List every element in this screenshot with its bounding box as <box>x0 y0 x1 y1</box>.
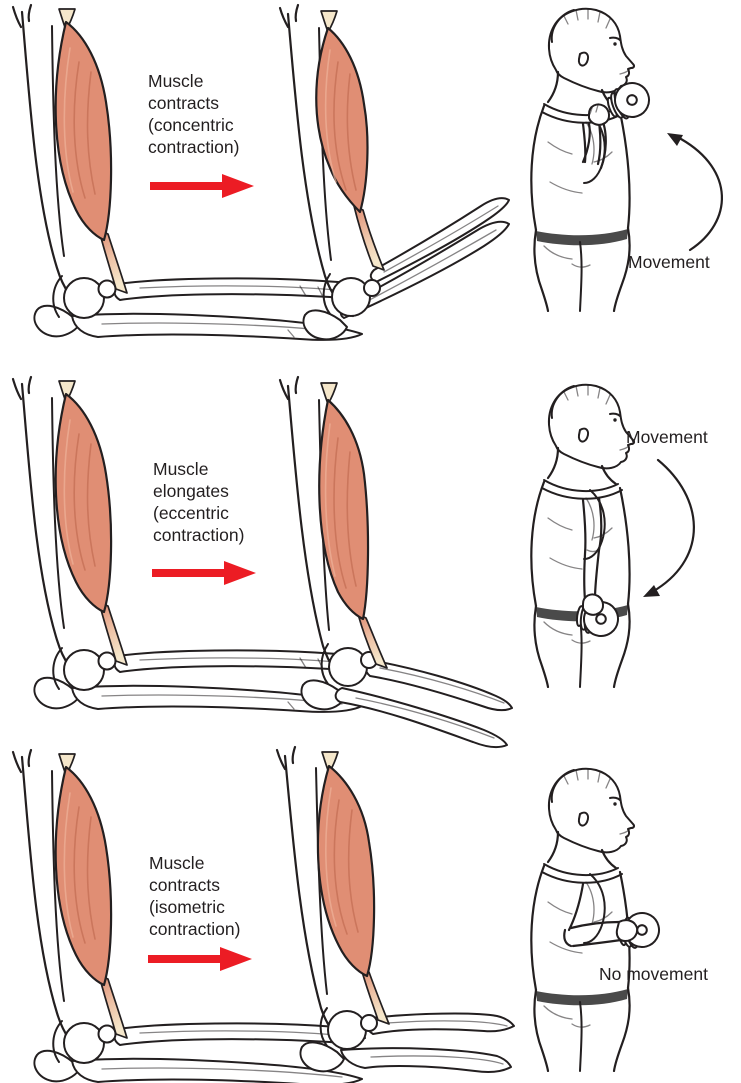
person-lowering-illustration <box>530 383 695 688</box>
person-curl-up-illustration <box>530 7 723 312</box>
red-arrow-icon <box>150 174 254 198</box>
caption-eccentric: Muscle elongates (eccentric contraction) <box>153 459 245 545</box>
arm-isometric-illustration <box>275 745 515 1073</box>
arm-extended-illustration <box>11 3 366 341</box>
person-holding-illustration <box>530 767 664 1072</box>
movement-label-isometric: No movement <box>599 964 708 984</box>
movement-label-concentric: Movement <box>628 252 710 272</box>
red-arrow-icon <box>152 561 256 585</box>
arm-lowered-illustration <box>278 375 513 749</box>
red-arrow-icon <box>148 947 252 971</box>
arm-flexed-up <box>581 103 610 170</box>
arm-flexed-horizontal <box>563 882 639 948</box>
movement-label-eccentric: Movement <box>626 427 708 447</box>
caption-concentric: Muscle contracts (concentric contraction… <box>148 71 240 157</box>
arm-flexed-illustration <box>278 3 510 341</box>
caption-isometric: Muscle contracts (isometric contraction) <box>149 853 241 939</box>
arm-extended-down <box>581 496 604 616</box>
curved-arrow-down-icon <box>643 458 695 597</box>
arm-extended-illustration <box>11 375 366 713</box>
curved-arrow-up-icon <box>667 133 723 252</box>
arm-extended-illustration <box>11 748 366 1083</box>
